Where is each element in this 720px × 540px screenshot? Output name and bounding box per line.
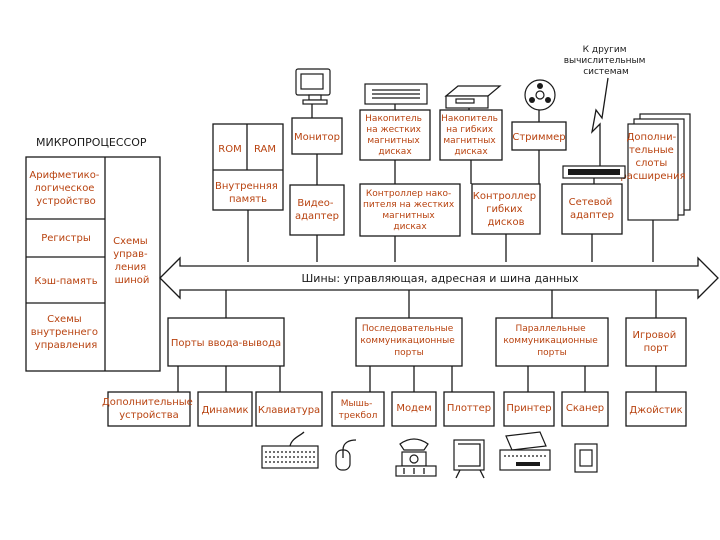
video-adapter-box <box>289 184 345 236</box>
scanner-label: Сканер <box>566 403 604 414</box>
scanner-icon <box>574 443 598 473</box>
monitor-label: Монитор <box>294 132 340 143</box>
video-adapter-label: Видео- адаптер <box>295 198 339 222</box>
expansion-slots-label: Дополни- тельные слоты расширения <box>620 132 685 182</box>
streamer-box <box>511 121 567 151</box>
game-port-box <box>625 317 687 367</box>
joystick-label: Джойстик <box>629 405 682 416</box>
printer-box <box>503 391 555 427</box>
internal-memory-label: Внутренняя память <box>215 181 281 205</box>
monitor-icon <box>295 68 331 105</box>
game-port-label: Игровой порт <box>633 330 680 354</box>
hdd-icon <box>364 83 428 105</box>
ram-label: RAM <box>254 144 276 155</box>
additional-devices-box <box>107 391 191 427</box>
fdd-label: Накопитель на гибких магнитных дисках <box>441 114 501 157</box>
hdd-controller-label: Контроллер нако- пителя на жестких магни… <box>363 189 457 232</box>
io-ports-box <box>167 317 285 367</box>
memory-block <box>212 123 284 211</box>
additional-devices-label: Дополнительные устройства <box>102 397 196 421</box>
mouse-label: Мышь- трекбол <box>339 399 378 421</box>
alu-label: Арифметико- логическое устройство <box>29 170 102 207</box>
system-bus-label: Шины: управляющая, адресная и шина данны… <box>302 272 579 285</box>
plotter-label: Плоттер <box>447 403 491 414</box>
modem-label: Модем <box>396 403 431 414</box>
hdd-controller-box <box>359 183 461 237</box>
network-note-label: К другим вычислительным системам <box>564 45 649 77</box>
serial-ports-label: Последовательные коммуникационные порты <box>360 324 457 358</box>
plotter-box <box>443 391 495 427</box>
expansion-cards-icon <box>627 113 691 221</box>
network-hub-icon <box>562 165 626 179</box>
monitor-box <box>291 117 343 155</box>
joystick-box <box>625 391 687 427</box>
microprocessor-block <box>25 156 161 372</box>
scanner-box <box>561 391 609 427</box>
upper-connectors <box>247 104 654 262</box>
tape-reel-icon <box>524 79 556 111</box>
parallel-ports-label: Параллельные коммуникационные порты <box>503 324 600 358</box>
keyboard-icon <box>261 431 319 469</box>
speaker-label: Динамик <box>201 405 248 416</box>
serial-ports-box <box>355 317 463 367</box>
printer-label: Принтер <box>506 403 551 414</box>
keyboard-label: Клавиатура <box>258 405 320 416</box>
internal-control-label: Схемы внутреннего управления <box>31 314 101 351</box>
printer-icon <box>499 431 551 471</box>
hdd-box <box>359 109 431 161</box>
speaker-box <box>197 391 253 427</box>
system-bus-arrow <box>159 256 719 300</box>
fdd-controller-box <box>471 183 541 235</box>
fdd-controller-label: Контроллер гибких дисков <box>473 191 540 228</box>
modem-phone-icon <box>395 438 437 477</box>
registers-label: Регистры <box>41 233 91 244</box>
network-adapter-box <box>561 183 623 235</box>
fdd-icon <box>444 85 502 109</box>
network-adapter-label: Сетевой адаптер <box>569 197 616 221</box>
streamer-label: Стриммер <box>512 132 565 143</box>
io-ports-label: Порты ввода-вывода <box>171 338 281 349</box>
rom-label: ROM <box>218 144 241 155</box>
hdd-label: Накопитель на жестких магнитных дисках <box>365 114 425 157</box>
network-link-line <box>590 77 609 166</box>
mouse-icon <box>335 439 357 471</box>
port-connectors <box>177 290 657 392</box>
microprocessor-title: МИКРОПРОЦЕССОР <box>36 136 147 149</box>
cache-label: Кэш-память <box>34 276 97 287</box>
plotter-icon <box>453 439 485 479</box>
keyboard-box <box>255 391 323 427</box>
bus-control-circuits-label: Схемы управ- ления шиной <box>113 236 151 286</box>
mouse-box <box>331 391 385 427</box>
modem-box <box>391 391 437 427</box>
